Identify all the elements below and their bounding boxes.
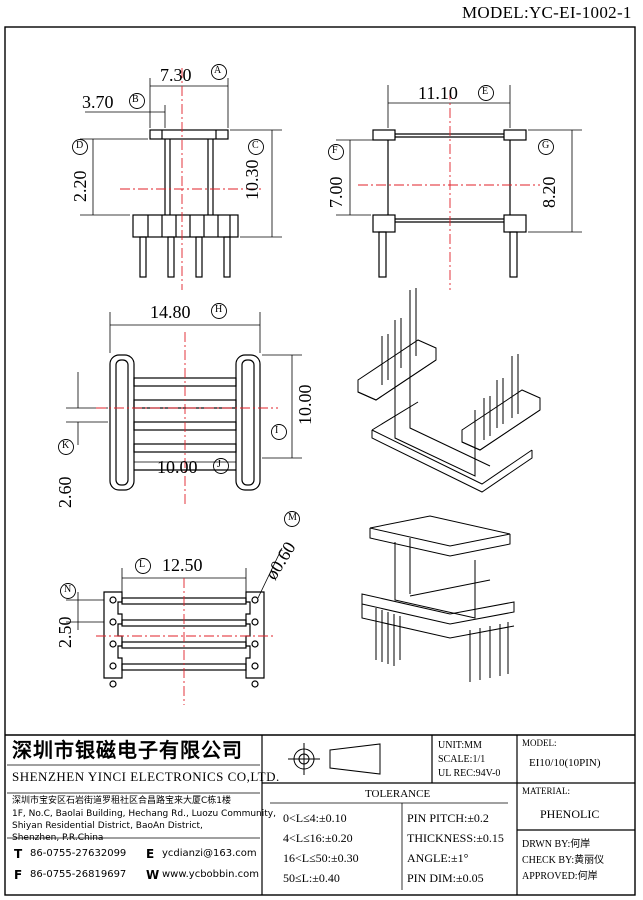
material-value: PHENOLIC — [540, 807, 600, 821]
dimension-i-label: I — [275, 425, 279, 436]
fax-number: 86-0755-26819697 — [30, 869, 127, 880]
dimension-k-value: 2.60 — [55, 476, 75, 509]
dimension-a-value: 7.30 — [160, 65, 192, 85]
dimension-d-value: 2.20 — [70, 170, 90, 203]
projection-symbol-icon — [288, 743, 381, 775]
dimension-a-label: A — [214, 65, 222, 76]
front-view — [80, 78, 282, 278]
model-value: EI10/10(10PIN) — [529, 757, 601, 769]
approved-by: APPROVED:何岸 — [522, 871, 598, 882]
dimension-f-label: F — [332, 145, 338, 156]
model-label: MODEL: — [522, 738, 557, 748]
dimension-i-value: 10.00 — [295, 384, 315, 426]
dimension-l-label: L — [139, 559, 146, 570]
dimension-m-label: M — [288, 512, 297, 523]
tel-number: 86-0755-27632099 — [30, 848, 127, 859]
tolerance-left-4: 50≤L:±0.40 — [283, 871, 340, 885]
tolerance-left-2: 4<L≤16:±0.20 — [283, 831, 353, 845]
tolerance-right-4: PIN DIM:±0.05 — [407, 871, 484, 885]
company-address-en-2: Shiyan Residential District, BaoAn Distr… — [12, 821, 203, 831]
tolerance-left-3: 16<L≤50:±0.30 — [283, 851, 359, 865]
side-view — [336, 85, 582, 278]
dimension-n-label: N — [64, 584, 72, 595]
email-key: E — [146, 847, 155, 861]
ul-rec-label: UL REC:94V-0 — [438, 768, 501, 779]
tolerance-title: TOLERANCE — [365, 788, 431, 800]
drawn-by: DRWN BY:何岸 — [522, 839, 591, 850]
material-label: MATERIAL: — [522, 786, 570, 796]
dimension-c-value: 10.30 — [242, 159, 262, 201]
model-header: MODEL:YC-EI-1002-1 — [462, 3, 632, 22]
dimension-h-value: 14.80 — [150, 302, 191, 322]
dimension-b-value: 3.70 — [82, 92, 114, 112]
dimension-d-label: D — [76, 140, 84, 151]
tel-key: T — [14, 847, 23, 861]
dimension-e-label: E — [482, 86, 489, 97]
dimension-e-value: 11.10 — [418, 83, 458, 103]
web-key: W — [146, 868, 160, 882]
tolerance-right-2: THICKNESS:±0.15 — [407, 831, 504, 845]
dimension-badges — [58, 64, 554, 599]
dimension-j-label: J — [217, 459, 221, 470]
company-address-en-1: 1F, No.C, Baolai Building, Hechang Rd., … — [12, 809, 276, 819]
dimension-j-value: 10.00 — [157, 457, 198, 477]
company-address-cn: 深圳市宝安区石岩街道罗租社区合昌路宝来大厦C栋1楼 — [12, 796, 232, 806]
dimension-g-value: 8.20 — [539, 176, 559, 209]
email-address[interactable]: ycdianzi@163.com — [162, 848, 257, 859]
tolerance-right-3: ANGLE:±1° — [407, 851, 469, 865]
dimension-n-value: 2.50 — [55, 616, 75, 649]
company-name-cn: 深圳市银磁电子有限公司 — [12, 738, 243, 762]
unit-label: UNIT:MM — [438, 740, 482, 751]
isometric-view-1 — [357, 288, 541, 493]
drawing-border — [4, 26, 636, 896]
company-name-en: SHENZHEN YINCI ELECTRONICS CO,LTD. — [12, 769, 280, 784]
dimension-h-label: H — [215, 304, 223, 315]
isometric-view-2 — [361, 515, 515, 682]
center-lines — [96, 68, 540, 705]
fax-key: F — [14, 868, 23, 882]
dimension-b-label: B — [132, 94, 139, 105]
scale-label: SCALE:1/1 — [438, 754, 486, 765]
dimension-f-value: 7.00 — [326, 176, 346, 209]
dimension-c-label: C — [252, 140, 259, 151]
website-link[interactable]: www.ycbobbin.com — [162, 869, 260, 880]
tolerance-right-1: PIN PITCH:±0.2 — [407, 811, 489, 825]
tolerance-left-1: 0<L≤4:±0.10 — [283, 811, 347, 825]
checked-by: CHECK BY:黄丽仪 — [522, 855, 605, 866]
dimension-k-label: K — [62, 440, 70, 451]
dimension-g-label: G — [542, 140, 550, 151]
dimension-l-value: 12.50 — [162, 555, 203, 575]
company-address-en-3: Shenzhen, P.R.China — [12, 833, 104, 843]
